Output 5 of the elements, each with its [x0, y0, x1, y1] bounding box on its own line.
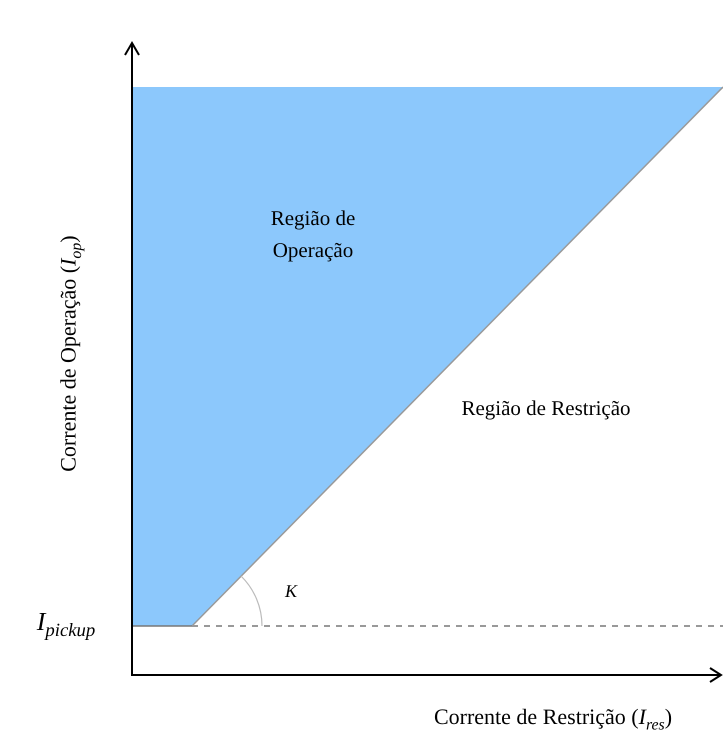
region-label: Região de Restrição — [460, 395, 632, 422]
angle-label: K — [284, 580, 299, 603]
pickup-current-label: I$_{pickup}$ — [36, 606, 96, 643]
region-label: Região de Operação — [270, 205, 356, 264]
axis-title: Corrente de Restrição (I$_{res}$) — [432, 703, 674, 736]
